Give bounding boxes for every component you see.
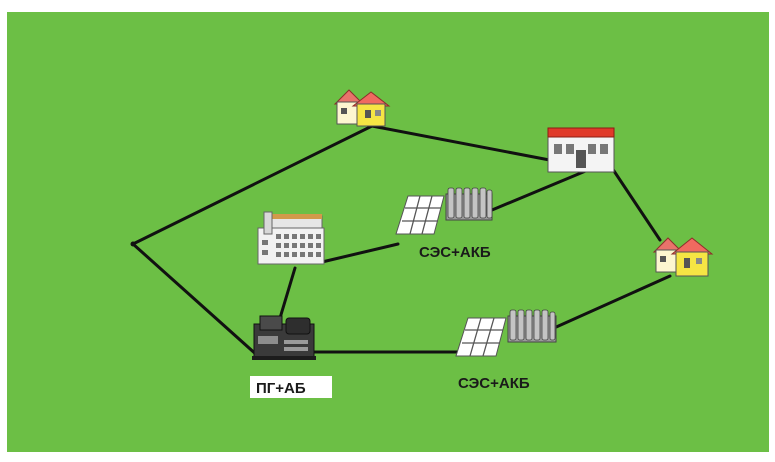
line-generator-to-building bbox=[278, 266, 297, 320]
solar-upper-label: СЭС+АКБ bbox=[419, 244, 491, 261]
solar-panel-icon bbox=[395, 195, 445, 235]
line-node-to-generator bbox=[131, 242, 260, 358]
field-background bbox=[7, 12, 769, 452]
multi-storey-building-icon bbox=[257, 211, 325, 265]
connection-lines bbox=[131, 124, 672, 358]
industrial-building-icon bbox=[547, 127, 615, 173]
generator-label: ПГ+АБ bbox=[256, 380, 306, 397]
line-house-top-to-factory bbox=[370, 124, 562, 164]
generator-icon bbox=[252, 315, 316, 360]
line-battery-lower-to-house-right bbox=[552, 274, 672, 330]
battery-bank-icon bbox=[445, 187, 493, 221]
line-building-to-solar-upper bbox=[320, 242, 400, 264]
line-node-to-house-top bbox=[131, 124, 374, 246]
line-factory-to-house-right bbox=[610, 166, 662, 242]
solar-lower-label: СЭС+АКБ bbox=[458, 375, 530, 392]
junction-node bbox=[130, 241, 136, 247]
line-battery-upper-to-factory bbox=[490, 168, 590, 212]
house-icon bbox=[333, 89, 391, 127]
generator-label-box bbox=[250, 376, 332, 398]
house-icon bbox=[652, 237, 714, 277]
solar-panel-icon bbox=[455, 317, 507, 357]
battery-bank-icon bbox=[507, 309, 557, 343]
